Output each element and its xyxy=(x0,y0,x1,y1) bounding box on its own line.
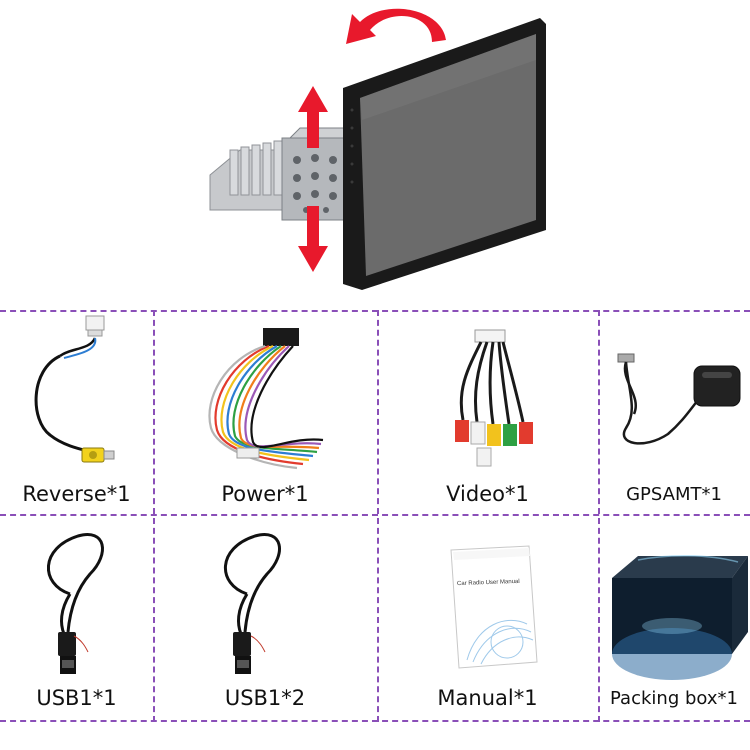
accessory-manual: Car Radio User Manual Manual*1 xyxy=(377,514,598,720)
accessory-power-harness: Power*1 xyxy=(153,310,377,514)
packing-box-icon xyxy=(612,554,748,680)
power-harness-icon xyxy=(208,328,324,470)
display-screen xyxy=(343,18,546,290)
usb-cable-icon xyxy=(223,533,281,674)
accessory-gps-antenna: GPSAMT*1 xyxy=(598,310,750,514)
grid-divider xyxy=(0,720,750,722)
grid-divider xyxy=(0,514,750,516)
accessories-grid: Reverse*1 Power*1 xyxy=(0,310,750,722)
accessory-usb-cable-1: USB1*1 xyxy=(0,514,153,720)
item-label: Video*1 xyxy=(446,482,529,506)
item-label: Manual*1 xyxy=(437,686,538,710)
accessory-packing-box: Packing box*1 xyxy=(598,514,750,720)
grid-divider xyxy=(377,310,379,722)
head-unit-illustration xyxy=(209,8,546,290)
grid-divider xyxy=(0,310,750,312)
item-label: Reverse*1 xyxy=(22,482,131,506)
reverse-cable-icon xyxy=(34,315,115,463)
item-label: USB1*2 xyxy=(224,686,306,710)
rotate-arrow-icon xyxy=(346,8,446,44)
up-down-arrow-icon xyxy=(298,86,328,272)
video-cable-icon xyxy=(455,329,533,467)
usb-cable-icon xyxy=(46,533,104,674)
chassis xyxy=(209,127,349,221)
grid-divider xyxy=(153,310,155,722)
item-label: Packing box*1 xyxy=(610,688,738,709)
item-label: USB1*1 xyxy=(36,686,117,710)
grid-divider xyxy=(598,310,600,722)
manual-booklet-icon xyxy=(450,545,538,669)
gps-antenna-icon xyxy=(617,353,741,445)
accessory-usb-cable-2: USB1*2 xyxy=(153,514,377,720)
accessory-video-cable: Video*1 xyxy=(377,310,598,514)
item-label: GPSAMT*1 xyxy=(626,484,722,505)
accessory-reverse-cable: Reverse*1 xyxy=(0,310,153,514)
item-label: Power*1 xyxy=(221,482,309,506)
